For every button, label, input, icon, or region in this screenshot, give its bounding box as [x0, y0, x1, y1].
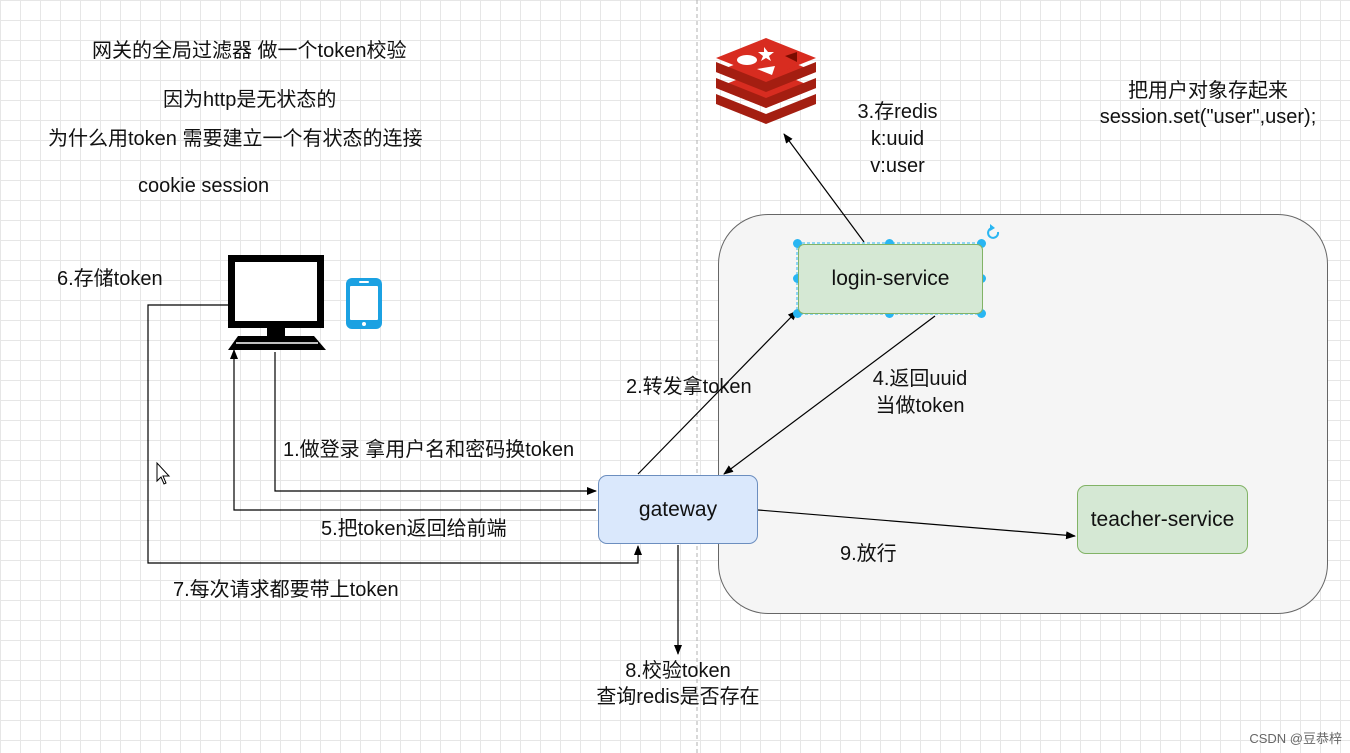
rotate-icon	[987, 224, 1000, 239]
note-cookie-session: cookie session	[138, 175, 270, 197]
selection-handle[interactable]	[793, 274, 802, 283]
note-session-code: session.set("user",user);	[1099, 106, 1317, 128]
note-save-user: 把用户对象存起来	[1128, 80, 1288, 102]
mouse-cursor-icon	[156, 461, 171, 485]
redis-icon	[716, 38, 816, 124]
selection-handle[interactable]	[977, 309, 986, 318]
smartphone-icon	[346, 278, 382, 329]
teacher-service-node[interactable]: teacher-service	[1077, 485, 1248, 554]
watermark: CSDN @豆恭梓	[1249, 731, 1342, 746]
edge-request-with-token	[147, 304, 642, 564]
step-7-label: 7.每次请求都要带上token	[173, 579, 399, 601]
step-4-line-1: 4.返回uuid	[872, 368, 968, 390]
edge-return-token	[230, 349, 596, 511]
edge-store-redis	[783, 133, 865, 243]
step-1-label: 1.做登录 拿用户名和密码换token	[283, 439, 575, 461]
selection-handle[interactable]	[793, 239, 802, 248]
step-3-line-1: 3.存redis	[857, 101, 938, 123]
step-9-label: 9.放行	[840, 543, 897, 565]
selection-handle[interactable]	[793, 309, 802, 318]
step-3-line-2: k:uuid	[870, 128, 925, 150]
step-2-label: 2.转发拿token	[626, 376, 752, 398]
edge-forward-login	[637, 310, 798, 475]
gateway-label: gateway	[638, 497, 718, 521]
edge-login-request	[274, 352, 597, 495]
step-4-line-2: 当做token	[875, 395, 965, 417]
computer-monitor-icon	[228, 255, 326, 350]
gateway-node[interactable]: gateway	[598, 475, 758, 544]
note-stateless: 因为http是无状态的	[163, 89, 337, 111]
note-title: 网关的全局过滤器 做一个token校验	[92, 40, 407, 62]
edge-pass-teacher	[757, 509, 1076, 540]
selection-handle[interactable]	[885, 239, 894, 248]
login-service-label: login-service	[831, 267, 950, 290]
step-8-line-1: 8.校验token	[625, 660, 731, 682]
step-8-line-2: 查询redis是否存在	[596, 686, 760, 708]
step-6-label: 6.存储token	[57, 268, 163, 290]
login-service-node[interactable]: login-service	[798, 244, 983, 314]
step-5-label: 5.把token返回给前端	[321, 518, 507, 540]
edge-return-uuid	[723, 315, 936, 475]
note-why-token: 为什么用token 需要建立一个有状态的连接	[48, 128, 423, 150]
step-3-line-3: v:user	[870, 155, 925, 177]
teacher-service-label: teacher-service	[1090, 507, 1235, 531]
selection-handle[interactable]	[977, 239, 986, 248]
